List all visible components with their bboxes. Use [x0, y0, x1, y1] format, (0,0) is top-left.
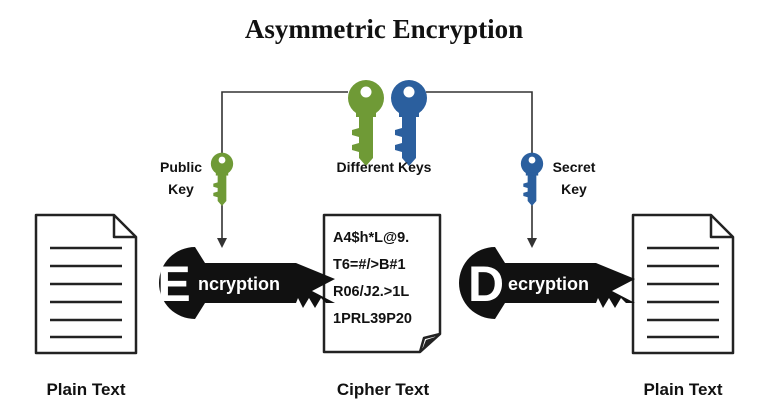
public-key-label-line2: Key	[168, 181, 194, 197]
cipher-line: T6=#/>B#1	[333, 257, 406, 273]
secret-key-icon	[520, 152, 544, 206]
plain-text-label-left: Plain Text	[46, 380, 125, 399]
key-icon	[348, 80, 384, 166]
document-icon	[34, 213, 138, 355]
cipher-text-label: Cipher Text	[337, 380, 430, 399]
page-title: Asymmetric Encryption	[245, 14, 523, 44]
decryption-label: ecryption	[508, 274, 589, 294]
cipher-line: R06/J2.>1L	[333, 284, 409, 300]
secret-key-label-line1: Secret	[553, 159, 596, 175]
cipher-document: A4$h*L@9. T6=#/>B#1 R06/J2.>1L 1PRL39P20	[322, 213, 442, 354]
public-key-label-line1: Public	[160, 159, 202, 175]
key-icon	[391, 80, 427, 166]
encryption-label: ncryption	[198, 274, 280, 294]
decryption-key-shape: D ecryption	[459, 247, 635, 319]
public-key-icon	[210, 152, 234, 206]
document-icon	[631, 213, 735, 355]
cipher-line: A4$h*L@9.	[333, 230, 409, 246]
encryption-key-shape: E ncryption	[157, 247, 335, 319]
decryption-initial: D	[468, 256, 504, 312]
cipher-line: 1PRL39P20	[333, 311, 412, 327]
plain-text-label-right: Plain Text	[643, 380, 722, 399]
secret-key-connector	[426, 91, 537, 248]
secret-key-label-line2: Key	[561, 181, 587, 197]
different-keys-label: Different Keys	[337, 159, 432, 175]
encryption-initial: E	[157, 256, 190, 312]
